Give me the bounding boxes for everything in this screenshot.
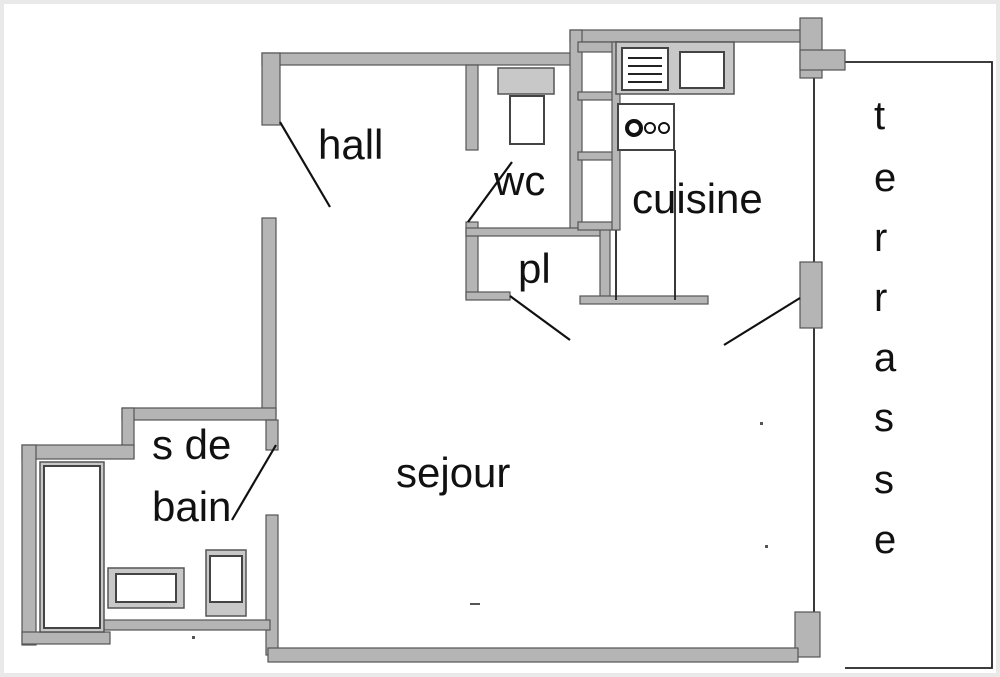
terrasse-letter: r	[874, 216, 888, 260]
room-label-wc: wc	[494, 157, 546, 204]
plan-paper	[4, 4, 996, 673]
terrasse-letter: s	[874, 458, 894, 502]
room-label-hall: hall	[318, 121, 384, 168]
exterior-walls	[21, 17, 846, 663]
bathtub-icon	[39, 461, 105, 633]
shower-tray-icon	[205, 549, 247, 617]
terrasse-letter: t	[874, 94, 886, 138]
terrasse-letter: e	[874, 156, 897, 200]
sink-icon	[615, 41, 735, 95]
room-label-sdb-line2: bain	[152, 483, 232, 530]
terrasse-letter: a	[874, 336, 897, 380]
terrasse-outline	[820, 61, 993, 669]
door-swings	[231, 121, 801, 521]
room-label-sdb-line1: s de	[152, 421, 232, 468]
room-label-sejour: sejour	[396, 449, 511, 496]
room-label-cuisine: cuisine	[632, 175, 763, 222]
terrasse-letter: e	[874, 518, 897, 562]
terrasse-letter: r	[874, 276, 888, 320]
stove-icon	[617, 103, 675, 151]
terrasse-letter: s	[874, 396, 894, 440]
room-label-pl: pl	[518, 245, 551, 292]
sejour-dots	[192, 422, 768, 639]
toilet-icon	[497, 67, 555, 145]
washbasin-icon	[107, 567, 185, 609]
